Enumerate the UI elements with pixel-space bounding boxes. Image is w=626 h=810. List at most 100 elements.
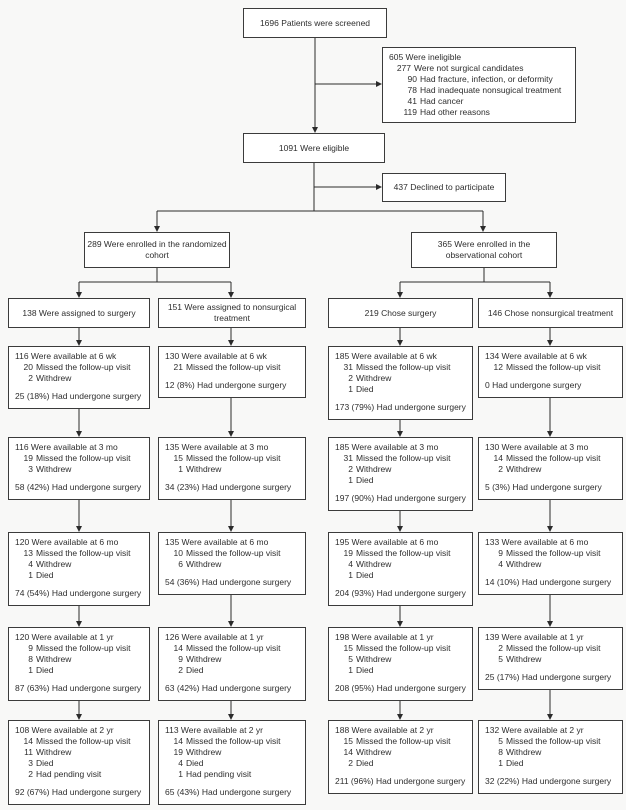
count-surgery: 58 (42%) Had undergone surgery bbox=[15, 482, 142, 492]
box-header-chose-nonsurgical: 146 Chose nonsurgical treatment bbox=[478, 298, 623, 328]
count-available: 116 Were available at 6 wk bbox=[15, 351, 117, 361]
eligible-label: 1091 Were eligible bbox=[278, 142, 350, 153]
count-available: 195 Were available at 6 mo bbox=[335, 537, 439, 547]
count-surgery: 87 (63%) Had undergone surgery bbox=[15, 683, 142, 693]
header-label: 219 Chose surgery bbox=[364, 307, 437, 318]
count-surgery: 197 (90%) Had undergone surgery bbox=[335, 493, 466, 503]
screened-label: 1696 Patients were screened bbox=[259, 17, 371, 28]
count-available: 198 Were available at 1 yr bbox=[335, 632, 434, 642]
count-surgery: 211 (96%) Had undergone surgery bbox=[335, 776, 466, 786]
box-header-assigned-surgery: 138 Were assigned to surgery bbox=[8, 298, 150, 328]
count-surgery: 208 (95%) Had undergone surgery bbox=[335, 683, 466, 693]
count-available: 135 Were available at 6 mo bbox=[165, 537, 269, 547]
count-surgery: 25 (17%) Had undergone surgery bbox=[485, 672, 612, 682]
count-surgery: 92 (67%) Had undergone surgery bbox=[15, 787, 142, 797]
ineligible-main: 605 Were ineligible bbox=[389, 52, 462, 62]
box-screened: 1696 Patients were screened bbox=[243, 8, 387, 38]
count-surgery: 32 (22%) Had undergone surgery bbox=[485, 776, 612, 786]
count-surgery: 25 (18%) Had undergone surgery bbox=[15, 391, 142, 401]
count-surgery: 63 (42%) Had undergone surgery bbox=[165, 683, 292, 693]
box-observational-cohort: 365 Were enrolled in the observational c… bbox=[411, 232, 557, 268]
observational-cohort-label: 365 Were enrolled in the observational c… bbox=[437, 239, 531, 260]
count-available: 135 Were available at 3 mo bbox=[165, 442, 269, 452]
box-header-assigned-nonsurgical: 151 Were assigned to nonsurgical treatme… bbox=[158, 298, 306, 328]
count-available: 130 Were available at 6 wk bbox=[165, 351, 267, 361]
count-surgery: 173 (79%) Had undergone surgery bbox=[335, 402, 466, 412]
count-available: 132 Were available at 2 yr bbox=[485, 725, 584, 735]
count-available: 185 Were available at 6 wk bbox=[335, 351, 437, 361]
count-available: 130 Were available at 3 mo bbox=[485, 442, 589, 452]
count-surgery: 5 (3%) Had undergone surgery bbox=[485, 482, 602, 492]
count-available: 116 Were available at 3 mo bbox=[15, 442, 118, 452]
randomized-cohort-label: 289 Were enrolled in the randomized coho… bbox=[87, 239, 227, 260]
count-available: 185 Were available at 3 mo bbox=[335, 442, 439, 452]
count-surgery: 34 (23%) Had undergone surgery bbox=[165, 482, 292, 492]
count-available: 113 Were available at 2 yr bbox=[165, 725, 263, 735]
header-label: 151 Were assigned to nonsurgical treatme… bbox=[167, 302, 297, 323]
count-surgery: 74 (54%) Had undergone surgery bbox=[15, 588, 142, 598]
count-surgery: 0 Had undergone surgery bbox=[485, 380, 582, 390]
box-randomized-cohort: 289 Were enrolled in the randomized coho… bbox=[84, 232, 230, 268]
box-header-chose-surgery: 219 Chose surgery bbox=[328, 298, 473, 328]
count-available: 188 Were available at 2 yr bbox=[335, 725, 434, 735]
